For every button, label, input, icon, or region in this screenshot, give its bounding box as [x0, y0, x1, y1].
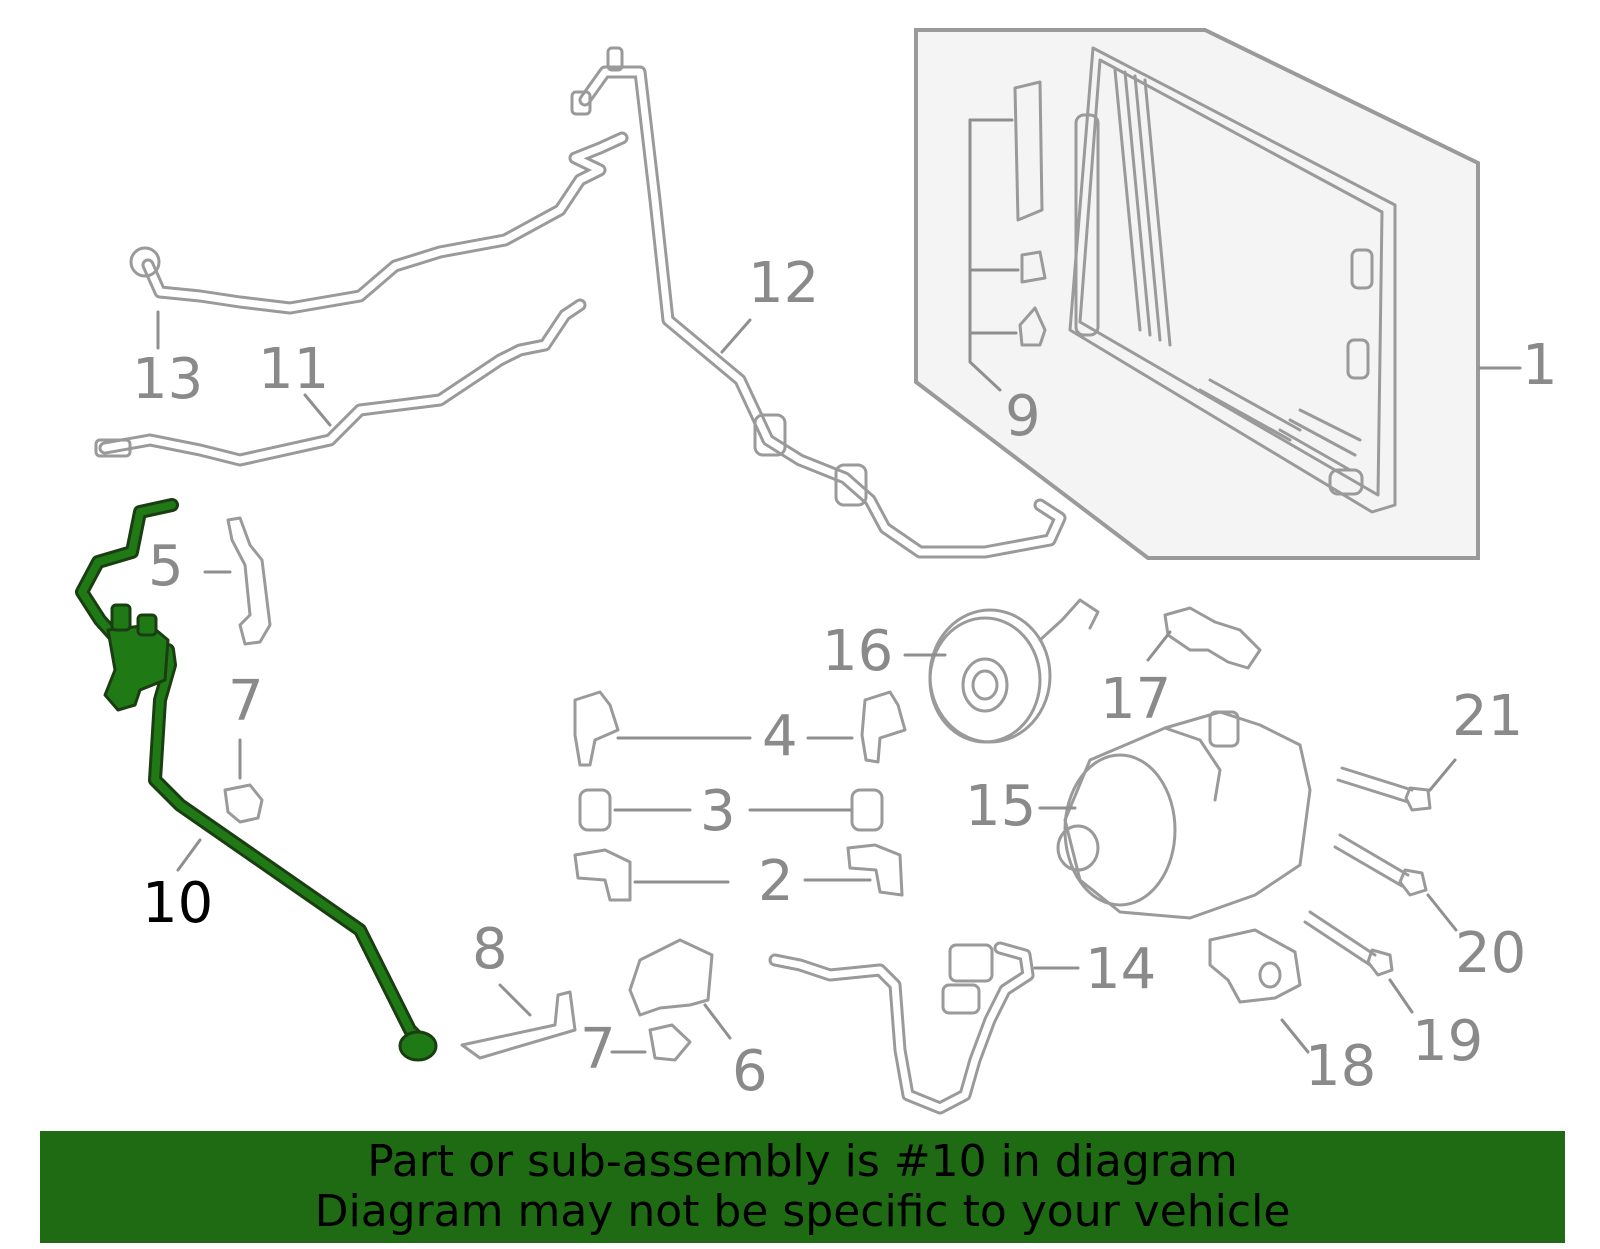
ac-compressor-15[interactable]: [1038, 710, 1312, 920]
grommet-3[interactable]: [578, 788, 884, 832]
info-banner: Part or sub-assembly is #10 in diagram D…: [40, 1131, 1565, 1243]
condenser-assembly[interactable]: [914, 28, 1480, 560]
callout-3: 3: [700, 779, 736, 844]
compressor-part-17[interactable]: [1146, 606, 1262, 670]
clip-7[interactable]: [223, 738, 692, 1062]
bracket-5[interactable]: [203, 516, 272, 646]
ac-line-12[interactable]: [570, 46, 1067, 559]
bolt-21[interactable]: [1336, 758, 1457, 812]
compressor-clutch-16[interactable]: [903, 598, 1100, 744]
callout-19: 19: [1412, 1009, 1483, 1074]
callout-13: 13: [132, 347, 203, 412]
leader-12: [720, 318, 752, 354]
callout-5: 5: [148, 534, 184, 599]
callout-1: 1: [1522, 333, 1558, 398]
bracket-2[interactable]: [573, 843, 904, 902]
bracket-4[interactable]: [573, 690, 907, 767]
ac-line-14[interactable]: [768, 941, 1080, 1115]
ac-line-11[interactable]: [94, 298, 587, 467]
callout-15: 15: [965, 774, 1036, 839]
bracket-6[interactable]: [628, 938, 732, 1040]
leader-11: [303, 393, 332, 427]
bracket-8[interactable]: [460, 983, 577, 1060]
leader-10: [176, 838, 202, 872]
callout-2: 2: [758, 849, 794, 914]
callout-6: 6: [732, 1039, 768, 1104]
ac-line-13[interactable]: [129, 131, 629, 315]
callout-10: 10: [142, 871, 213, 936]
compressor-mount-18[interactable]: [1208, 928, 1310, 1054]
ac-line-10-highlighted[interactable]: [75, 498, 438, 1062]
bolt-20[interactable]: [1333, 833, 1458, 932]
callout-9: 9: [1005, 384, 1041, 449]
callout-20: 20: [1455, 921, 1526, 986]
callout-17: 17: [1100, 667, 1171, 732]
callout-18: 18: [1305, 1034, 1376, 1099]
banner-line-part: Part or sub-assembly is #10 in diagram: [367, 1136, 1238, 1187]
condenser-bracket-and-clips[interactable]: [968, 80, 1047, 392]
callout-12: 12: [748, 251, 819, 316]
callout-11: 11: [258, 337, 329, 402]
bolt-19[interactable]: [1303, 910, 1414, 1014]
callout-14: 14: [1085, 937, 1156, 1002]
banner-line-disclaimer: Diagram may not be specific to your vehi…: [314, 1186, 1291, 1237]
parts-diagram: 1 2 3 4 5 6 7 7 8 9 10 11 12 13 14 15 16…: [75, 28, 1558, 1115]
callout-7a: 7: [228, 669, 264, 734]
callout-21: 21: [1452, 684, 1523, 749]
callout-4: 4: [762, 704, 798, 769]
callout-8: 8: [472, 917, 508, 982]
callout-16: 16: [822, 619, 893, 684]
callout-7b: 7: [580, 1017, 616, 1082]
